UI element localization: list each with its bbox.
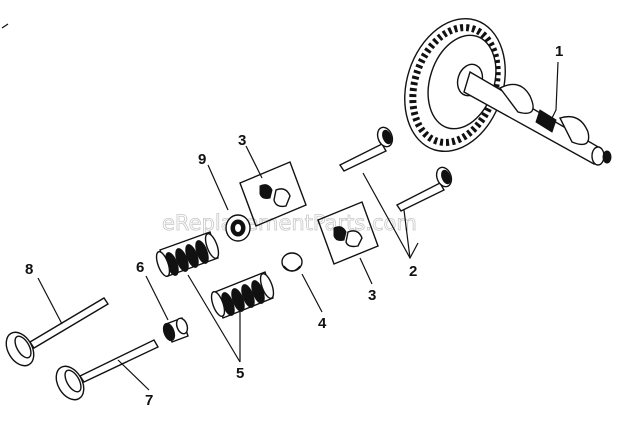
valve-lower xyxy=(55,339,159,401)
callout-labels: 1 2 3 3 4 5 6 7 8 9 xyxy=(25,43,563,409)
callout-3-upper: 3 xyxy=(238,132,246,149)
retainer-cap xyxy=(281,252,303,272)
retainer-set-lower xyxy=(317,201,379,265)
callout-8: 8 xyxy=(25,261,33,278)
tappet-lower xyxy=(395,166,453,212)
callout-6: 6 xyxy=(136,259,144,276)
callout-5: 5 xyxy=(236,365,244,382)
valve-upper xyxy=(5,297,109,367)
callout-1: 1 xyxy=(555,43,563,60)
tappet-upper xyxy=(338,126,394,172)
camshaft-gear xyxy=(404,17,506,153)
valve-spring-lower xyxy=(210,271,275,319)
callout-7: 7 xyxy=(145,392,153,409)
callout-9: 9 xyxy=(198,151,206,168)
callout-3-lower: 3 xyxy=(368,287,376,304)
valve-spring-upper xyxy=(155,231,220,278)
watermark-text: eReplacementParts.com xyxy=(162,211,417,235)
valve-bushing xyxy=(162,317,189,343)
spring-retainer xyxy=(225,214,251,242)
retainer-set-upper xyxy=(239,161,307,227)
callout-2: 2 xyxy=(409,263,417,280)
camshaft-shaft xyxy=(463,70,612,166)
corner-mark xyxy=(1,23,9,29)
leader-lines xyxy=(37,61,559,391)
callout-4: 4 xyxy=(318,315,327,332)
